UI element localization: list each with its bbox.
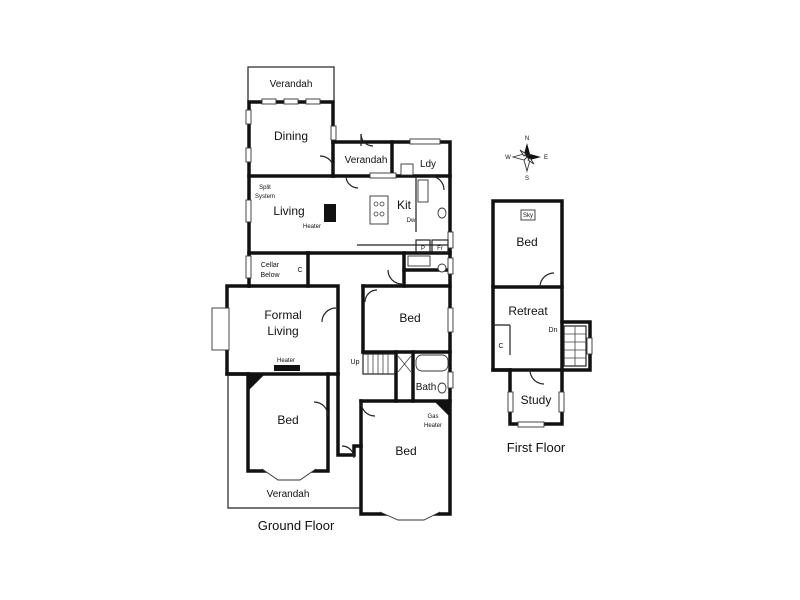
label-cellar-line2: Below <box>260 272 280 279</box>
label-formal-line2: Living <box>267 324 298 338</box>
label-bed-front-left: Bed <box>277 413 298 427</box>
label-gas-line1: Gas <box>427 414 438 420</box>
label-ff-cupboard: C <box>498 343 503 350</box>
stairs-first <box>563 325 587 367</box>
label-kitchen: Kit <box>397 198 412 212</box>
living-heater-icon <box>324 204 336 222</box>
first-floor-labels: Sky Bed Retreat Dn C Study First Floor <box>498 213 565 455</box>
label-dishwasher: Dw <box>407 218 416 224</box>
first-floor-doors <box>529 272 555 385</box>
first-floor-plan: Sky Bed Retreat Dn C Study First Floor <box>491 199 593 455</box>
label-cellar-line1: Cellar <box>261 262 280 269</box>
label-skylight: Sky <box>523 213 533 219</box>
label-study: Study <box>521 393 552 407</box>
label-verandah-bottom: Verandah <box>267 489 310 500</box>
label-formal-line1: Formal <box>264 308 301 322</box>
label-gas-line2: Heater <box>424 423 442 429</box>
label-bed-front-right: Bed <box>395 444 416 458</box>
compass-rose-icon: N S E W <box>505 136 548 182</box>
label-verandah-top: Verandah <box>270 79 313 90</box>
label-fridge: Fr <box>437 246 443 252</box>
skylight-icon <box>520 209 536 221</box>
label-living: Living <box>273 204 304 218</box>
label-ff-bed: Bed <box>516 235 537 249</box>
doors <box>313 133 445 459</box>
label-bath: Bath <box>416 382 437 393</box>
gas-heater-icon <box>435 402 449 416</box>
label-verandah-mid: Verandah <box>345 155 388 166</box>
label-pantry: P <box>421 246 425 252</box>
label-heater-formal: Heater <box>277 358 295 364</box>
compass-w: W <box>505 155 511 161</box>
label-heater-living: Heater <box>303 224 321 230</box>
compass-s: S <box>525 176 529 182</box>
fixtures <box>369 163 449 394</box>
label-stairs-down: Dn <box>549 327 558 334</box>
stairs-ground <box>362 353 412 375</box>
label-split-line2: System <box>255 194 275 200</box>
first-floor-title: First Floor <box>507 440 566 455</box>
bed-heater-icon <box>249 375 264 390</box>
formal-heater-icon <box>274 365 300 371</box>
label-retreat: Retreat <box>508 304 548 318</box>
windows <box>211 98 454 521</box>
label-cupboard: C <box>297 267 302 274</box>
verandah-bottom-area <box>227 374 361 509</box>
label-bed-middle: Bed <box>399 311 420 325</box>
label-dining: Dining <box>274 129 308 143</box>
first-floor-windows <box>507 337 593 428</box>
label-laundry: Ldy <box>420 159 436 170</box>
label-stairs-up: Up <box>351 359 360 366</box>
compass-e: E <box>544 155 548 161</box>
compass-n: N <box>525 136 529 142</box>
ground-floor-title: Ground Floor <box>258 518 335 533</box>
ground-floor-plan: Verandah Dining Verandah Ldy Split Syste… <box>211 66 454 533</box>
ground-floor-labels: Verandah Dining Verandah Ldy Split Syste… <box>255 79 443 533</box>
label-split-line1: Split <box>259 185 271 191</box>
